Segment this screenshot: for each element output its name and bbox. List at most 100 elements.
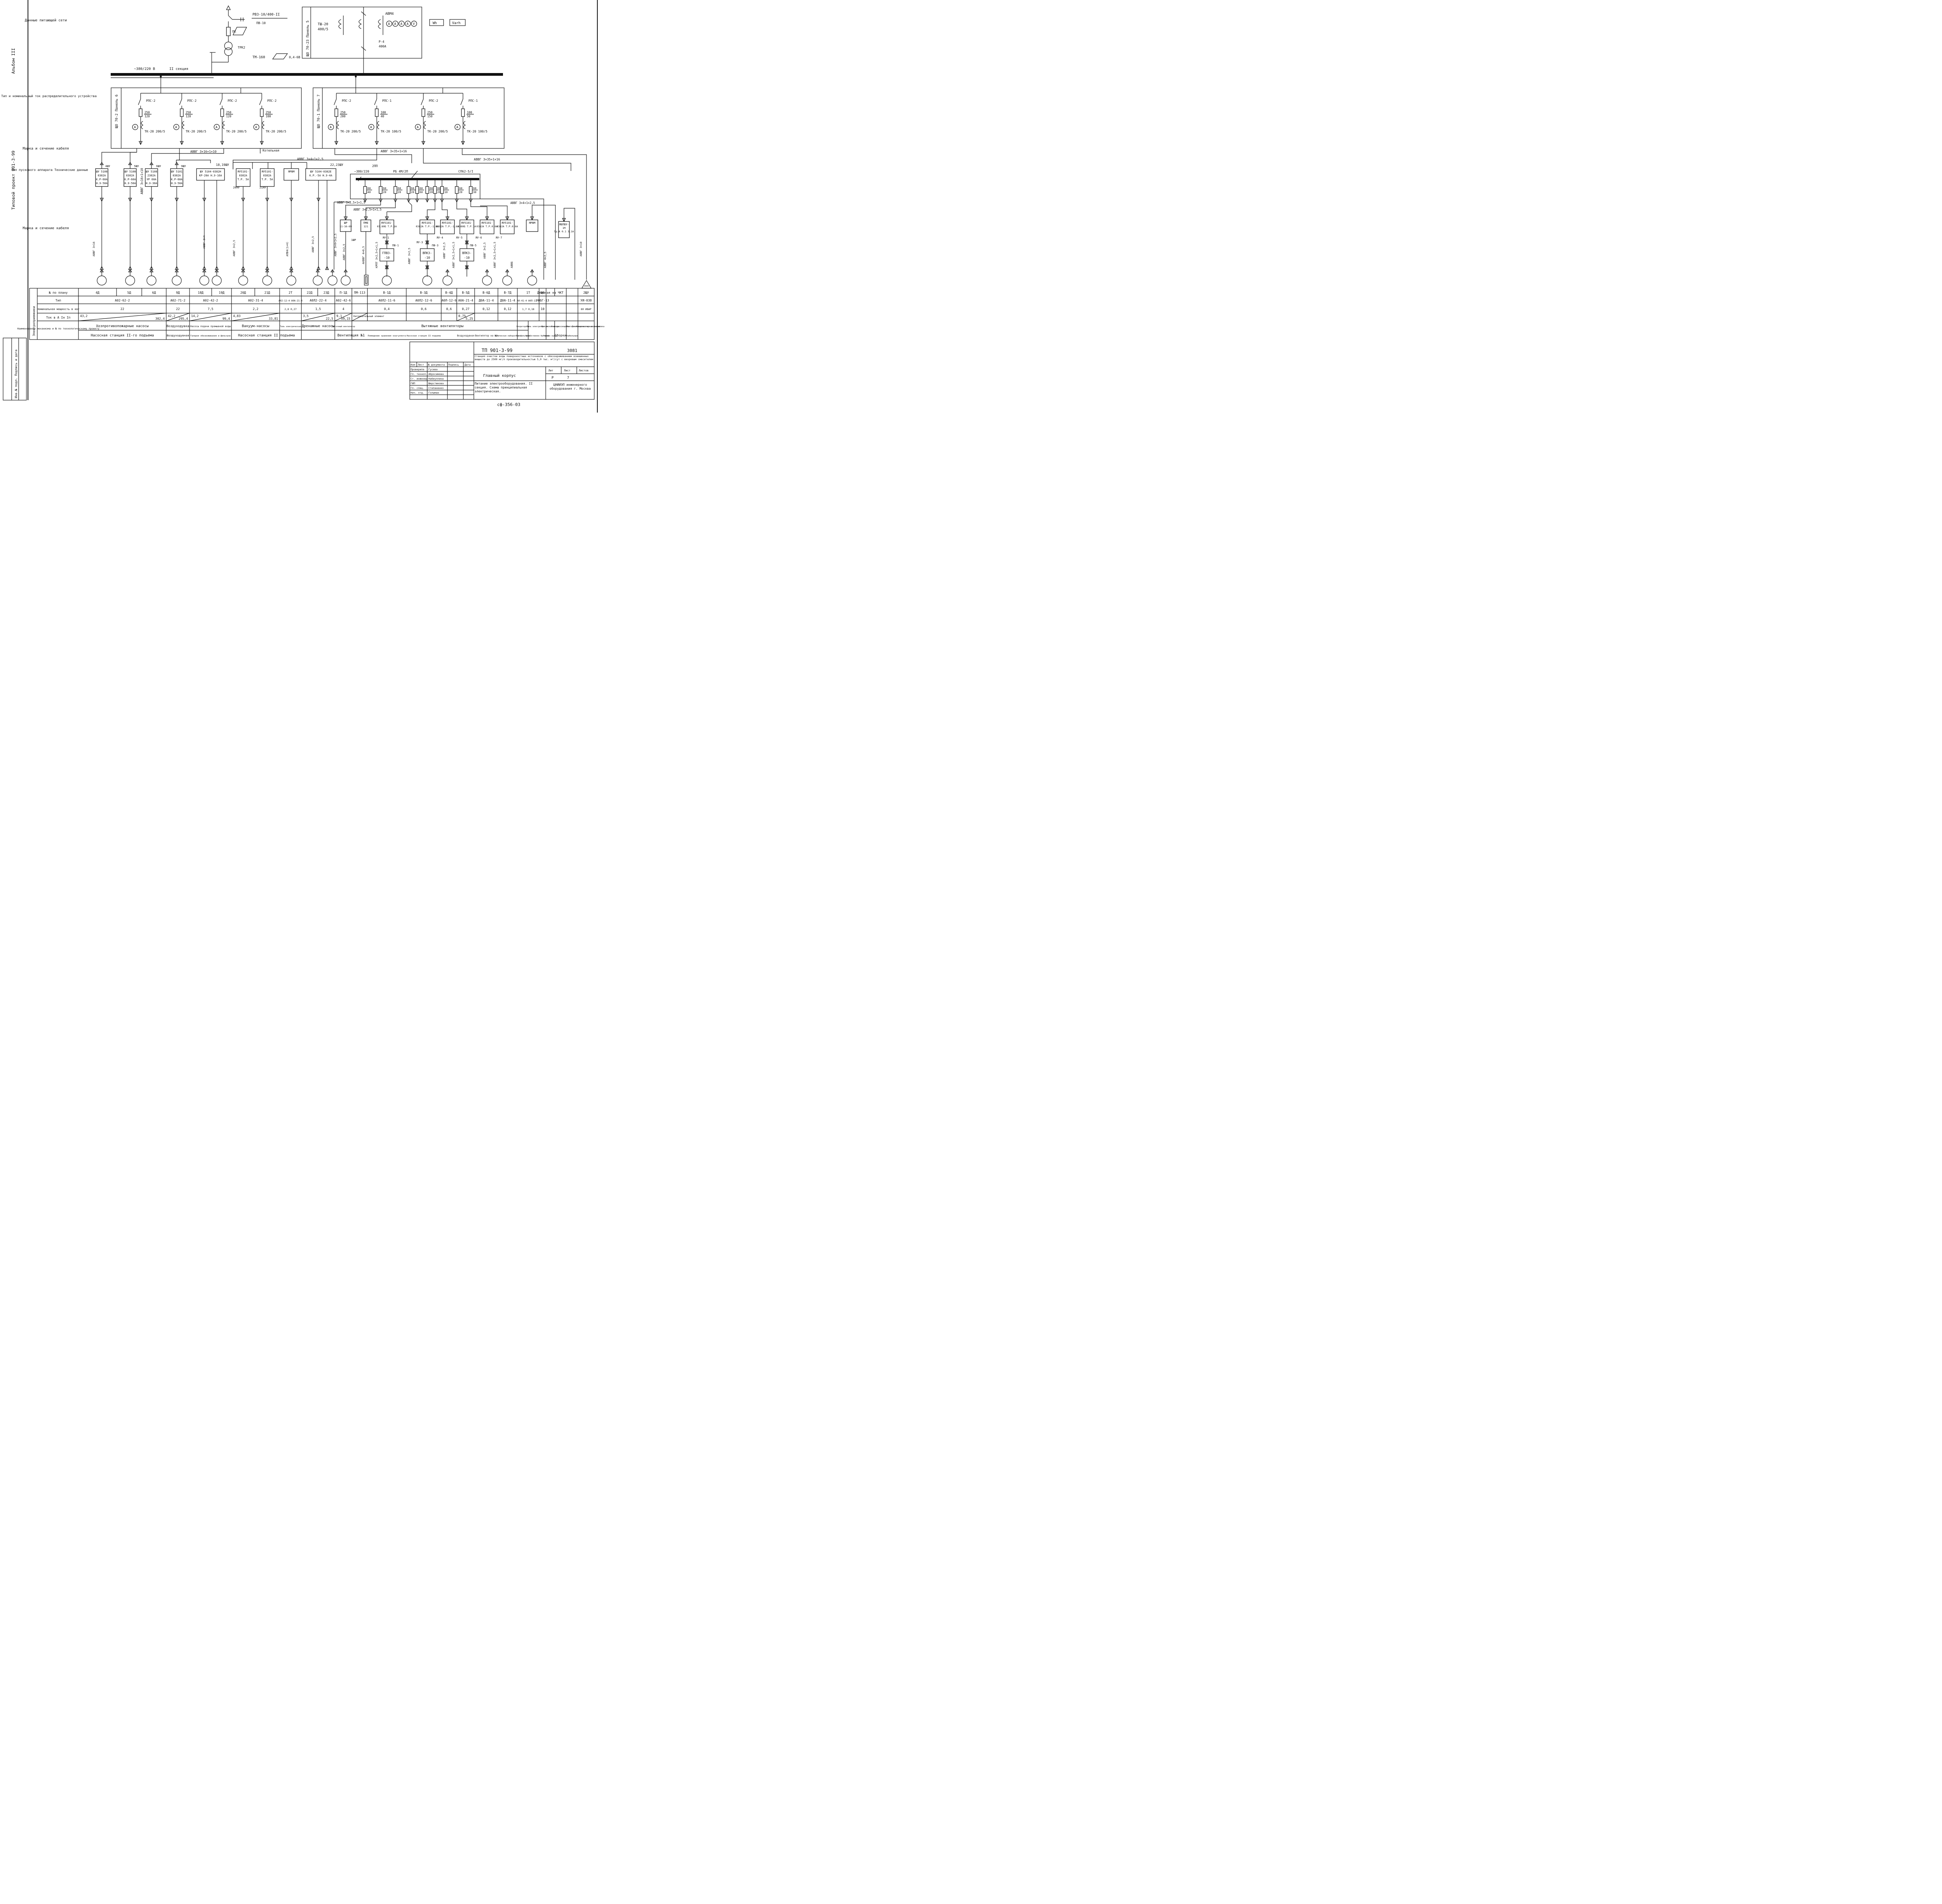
row-labels: Данные питающей сети Тип и номинальный т… <box>1 19 97 230</box>
stamp-role: Нач. отд. <box>411 391 424 394</box>
sp62-switch: РБ 4М/2П <box>393 170 408 173</box>
motor-cable-label: АКВВГ 4×0,5 <box>362 246 365 264</box>
starter-text: К.Р-60А <box>124 178 136 181</box>
table-cell-plan: 1Т <box>526 291 530 294</box>
table-row-labels: № по плану Тип Номинальная мощность в кв… <box>17 291 99 330</box>
motor <box>146 269 157 286</box>
feeder-tag: 9ШУ <box>181 165 186 168</box>
starter-box: ЯУ5101-0382А Т.Р.-1.6А <box>416 212 439 234</box>
sp-fuse-rating: 60 <box>444 187 447 190</box>
stamp-footer: сф-356-03 <box>497 402 520 407</box>
electrical-schematic: Альбом III Типовой проект 901-3-99 Инв.№… <box>1 0 604 413</box>
motor-cable-label: АВВГ 3×4 <box>203 235 206 249</box>
feeder-tag: ПВ-1 <box>392 244 399 247</box>
stamp-person: Степаненко <box>428 387 444 390</box>
motor <box>212 269 222 286</box>
table-cell-type: А02-42-6 <box>336 299 351 302</box>
fuse-rating: 250 <box>226 111 231 114</box>
current-transformer-label: ТК-20 200/5 <box>186 130 206 133</box>
table-cell-location: Воздуходувная <box>457 335 475 337</box>
stamp-sheets-label: Листов <box>579 369 588 372</box>
starter-text: ЯУ5101- <box>481 221 493 225</box>
motor-cable-label: АВВГ 3×2,5 <box>408 248 411 264</box>
motor <box>313 269 323 286</box>
row-label-power: Номинальная мощность в квт <box>37 308 80 311</box>
starter-text: ШР <box>344 221 347 225</box>
starter-text: ШУ 5108 <box>124 170 136 173</box>
table-cell-mechanism: Таль электрическая <box>527 326 548 328</box>
starter-text: ЯРВМ <box>288 170 295 173</box>
table-cell-plan: 5Д <box>127 291 131 294</box>
sign-label: Инв.№ подл. Подпись и дата <box>14 350 18 398</box>
table-cell-power: 0,4 <box>384 307 390 311</box>
motor <box>199 269 209 286</box>
table-cell-current-nominal: 9,1 <box>336 314 342 318</box>
stamp-title: Питание электрооборудования. II секция. … <box>475 382 533 393</box>
starter-box: ЯУ5101-0382А Т.Р.0.6А <box>497 212 518 234</box>
sp-fuse-insert: 10 <box>444 191 447 194</box>
table-cell-mechanism: Воздуходувка <box>167 324 190 328</box>
equipment-text: -10 <box>464 256 470 260</box>
table-cell-mechanism: Приточный вентилятор <box>332 326 355 328</box>
feeder-tag: ЯУ-1 <box>383 236 389 239</box>
sp-fuse-insert: 30 <box>473 191 476 194</box>
svg-text:A: A <box>175 125 177 129</box>
motor <box>172 269 182 286</box>
equipment-box: ВПКЗ--10 <box>420 234 435 277</box>
feeder-tag: ЯУ-3 <box>416 241 423 244</box>
stamp-col-doc: № документа <box>428 363 445 366</box>
starter-box: ЯРВМ <box>526 212 538 232</box>
current-transformer-label: ТК-20 200/5 <box>340 130 361 133</box>
motor <box>482 269 492 286</box>
table-cell-location: Помещение хранения коагулянта <box>368 335 406 337</box>
starter-text: 0382А <box>239 174 247 177</box>
starter-text: ПМЕ <box>364 221 369 225</box>
feeder-tag: ПВ-5 <box>470 244 477 247</box>
fuse-rating: 100 <box>467 111 472 114</box>
sp-fuse-rating: 60 <box>419 187 423 190</box>
table-cell-location: Насосная станция II подъема <box>407 335 441 337</box>
starter-text: К.Р.-5А Н.Э-4А <box>309 174 332 177</box>
table-cell-mechanism: Хлораторная <box>516 326 529 328</box>
starter-text: 0382А Т.Р.-1.6А <box>416 225 439 228</box>
table-cell-current-start: 33,81 <box>269 317 278 321</box>
motor <box>341 269 351 286</box>
sp-fuse-rating: 60 <box>411 187 414 190</box>
table-cell-mechanism: Вытяжные вентиляторы <box>421 324 463 328</box>
equipment-text: -10 <box>425 256 430 260</box>
starter-text: 03.80Б Т.Р.1А <box>377 225 397 228</box>
starter-text: Т.Р. 5А <box>261 178 273 181</box>
starter-text: ЯУ5101- <box>461 221 473 225</box>
stamp-role: ГИП <box>411 382 415 385</box>
cable-run-6: 22,23ШУ <box>330 163 343 167</box>
fuse-insert: 120 <box>186 115 191 118</box>
feeder-tag: 21ЯУ <box>259 186 266 189</box>
tsh-label: ТШ-20 <box>318 23 328 26</box>
r4-amps: 400А <box>379 45 386 48</box>
fuse-insert: 100 <box>266 115 271 118</box>
motor-cable-label: АВВГ 3×4+1×2,5 <box>334 233 337 256</box>
fuse-insert: 120 <box>226 115 231 118</box>
panel-7-title: ЩО 70-1 Панель 7 <box>317 94 321 128</box>
table-cell-type: А02-12-4 А0А-21-4 <box>278 300 303 302</box>
table-cell-plan: 6Д <box>152 291 156 294</box>
starter-text: 1М <box>562 226 566 230</box>
panel-7-box <box>313 87 505 149</box>
varh-label: Varh <box>452 21 461 25</box>
table-cell-power: 0,12 <box>482 307 490 311</box>
feeder-switch-label: РПС-2 <box>187 99 197 103</box>
panel-5-title: ЩО 70-23 Панель 5 <box>306 21 310 56</box>
starter-text: 0382А <box>263 174 271 177</box>
sp62-cable-c: АВВГ 3×4+1×2,5 <box>510 201 535 205</box>
motor <box>262 269 272 286</box>
table-cell-plan: П-1Д <box>339 291 347 294</box>
starter-text: Н.Э-50А <box>96 182 108 185</box>
stamp-person: Абросимова <box>428 373 444 376</box>
starter-text: УР 60А <box>146 178 157 181</box>
stamp-col-list: Лист <box>418 363 424 366</box>
